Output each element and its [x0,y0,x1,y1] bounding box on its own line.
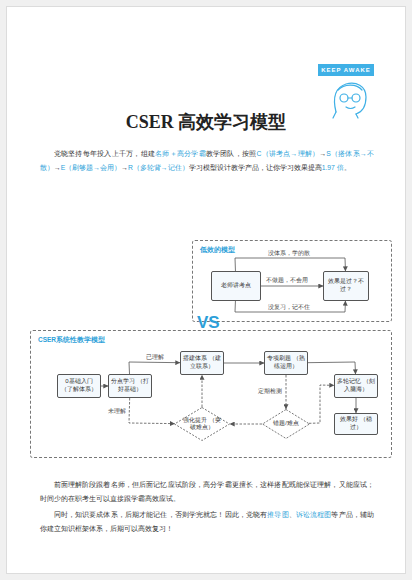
node-label: 专项刷题 （熟练运用） [265,355,307,371]
edge-label: 不做题，不会用 [266,277,308,284]
process-box: 效果好 （稳过） [334,413,378,435]
process-box: 0基础入门 （了解体系） [57,374,101,398]
body-text: 、 [289,511,296,518]
dashed-arrow [286,375,287,409]
node-label: 效果好 （稳过） [335,416,377,432]
flow-arrow [261,286,323,287]
flow-arrow [101,386,108,387]
body-text: 学习模型设计教学产品，让你学习效果提高 [189,164,322,171]
frame-heading: CSER系统性教学模型 [38,336,105,345]
body-text: → [319,150,326,157]
highlight-text: E（刷够题→会用） [61,164,121,171]
body-text: VS [197,313,220,332]
process-box: 专项刷题 （熟练运用） [264,351,308,375]
diamond-shape [263,410,310,439]
body-text: 。 [344,164,351,171]
process-box: 老师讲考点 [211,271,261,301]
body-text: 前面理解阶段跟着名师，但后面记忆应试阶段，高分学霸更擅长，这样搭配既能保证理解，… [40,481,374,502]
body-paragraph: 同时，知识要成体系，后期才能记住，否则学完就忘！因此，党晓有推导图、诉讼流程图等… [40,508,374,536]
highlight-text: 1.97 倍 [322,164,344,171]
body-text: 同时，知识要成体系，后期才能记住，否则学完就忘！因此，党晓有 [54,511,268,518]
highlight-text: 推导图 [267,511,288,518]
dashed-arrow [309,385,334,423]
keep-awake-badge: KEEP AWAKE [318,64,374,76]
node-label: 老师讲考点 [219,282,253,290]
decision-diamond: 强化提升 （突破难点） [174,407,230,441]
flow-arrow [235,258,345,271]
process-box: 分点学习 （打好基础） [108,374,152,398]
node-label: 效果是过？不过？ [324,278,368,294]
node-label: 强化提升 （突破难点） [174,417,230,431]
highlight-text: C（讲考点→理解） [256,150,319,157]
diamond-shape [175,408,230,441]
node-label: 搭建体系 （建立联系） [181,355,223,371]
body-text: → [54,164,61,171]
intro-paragraph: 党晓坚持每年投入上千万，组建名师＋高分学霸教学团队，按照C（讲考点→理解）→S（… [40,147,374,175]
node-label: 多轮记忆 （刻入脑海） [335,378,377,394]
vs-mark: VS [197,313,220,333]
node-label: 0基础入门 （了解体系） [58,378,100,394]
dashed-arrow [230,424,262,425]
edge-label: 已理解 [146,354,164,361]
body-text: 教学团队，按照 [206,150,257,157]
highlight-text: 名师＋高分学霸 [155,150,206,157]
page-title: CSER 高效学习模型 [0,110,412,134]
body-text: 党晓坚持每年投入上千万，组建 [54,150,155,157]
edge-label: 没体系，学的散 [268,250,310,257]
flow-arrow [235,301,345,312]
highlight-text: R（多轮背→记住） [128,164,189,171]
frame-heading: 低效的模型 [200,246,235,255]
process-box: 多轮记忆 （刻入脑海） [334,374,378,398]
flow-arrow [356,398,357,413]
edge-label: 没复习，记不住 [268,304,310,311]
node-label: 错题/难点 [264,420,308,427]
dashed-arrow [129,398,175,424]
flow-arrow [129,362,180,374]
dashed-arrow [202,375,203,407]
edge-label: 未理解 [108,408,126,415]
body-text: → [121,164,128,171]
process-box: 搭建体系 （建立联系） [180,351,224,375]
flow-arrow [224,363,264,364]
flow-arrow [308,362,356,374]
process-box: 效果是过？不过？ [323,271,369,301]
body-paragraph: 前面理解阶段跟着名师，但后面记忆应试阶段，高分学霸更擅长，这样搭配既能保证理解，… [40,478,374,506]
decision-diamond: 错题/难点 [262,409,310,439]
model-frame: CSER系统性教学模型 0基础入门 （了解体系） 分点学习 （打好基础） 搭建体系 （… [30,330,392,458]
body-text: KEEP AWAKE [321,67,371,73]
edge-label: 定期检测 [258,388,282,395]
node-label: 分点学习 （打好基础） [109,378,151,394]
highlight-text: 诉讼流程图 [296,511,332,518]
